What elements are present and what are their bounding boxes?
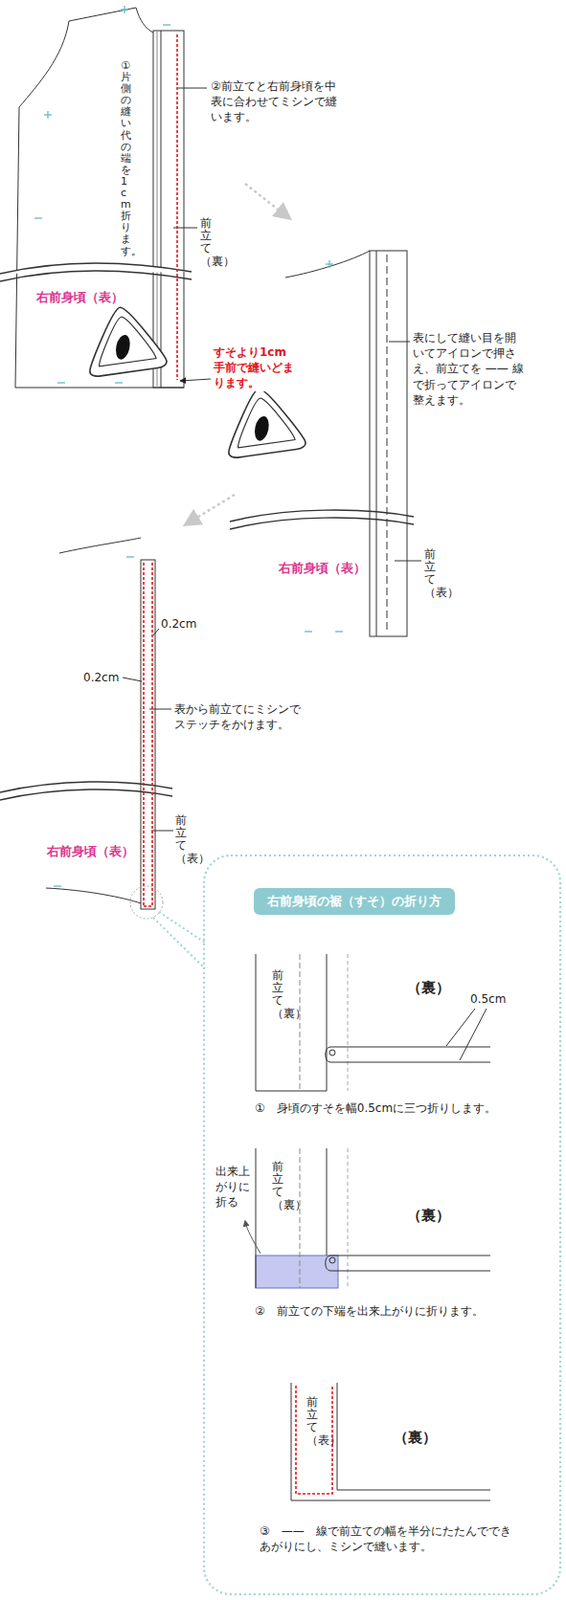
note-text: ① 身頃のすそを幅0.5cmに三つ折りします。 bbox=[253, 1101, 544, 1117]
note-text: （裏） bbox=[406, 978, 452, 998]
note-text: 出来上がりに折る bbox=[214, 1164, 255, 1212]
note-text: 0.2cm bbox=[159, 616, 198, 633]
note-text: ③ —— 線で前立ての幅を半分にたたんでできあがりにし、ミシンで縫います。 bbox=[258, 1524, 520, 1556]
part-label: 右前身頃（表） bbox=[45, 843, 136, 861]
note-text: 0.5cm bbox=[469, 992, 507, 1008]
vertical-label: 前立て（表） bbox=[306, 1396, 318, 1449]
note-text: ②前立てと右前身頃を中表に合わせてミシンで縫います。 bbox=[209, 78, 346, 126]
vertical-label: 前立て（裏） bbox=[271, 969, 284, 1022]
vertical-label: 前立て（裏） bbox=[271, 1160, 284, 1214]
note-text: ② 前立ての下端を出来上がりに折ります。 bbox=[253, 1304, 544, 1320]
note-text: 表から前立てにミシンでステッチをかけます。 bbox=[173, 701, 312, 733]
heading-text: 右前身頃の裾（すそ）の折り方 bbox=[267, 893, 442, 911]
part-label: すそより1cm手前で縫いどまります。 bbox=[212, 344, 295, 392]
note-text: （裏） bbox=[392, 1428, 438, 1449]
heading-band: 右前身頃の裾（すそ）の折り方 bbox=[253, 888, 455, 916]
vertical-label: 前立て（表） bbox=[175, 814, 187, 867]
note-text: 表にして縫い目を開いてアイロンで押さえ、前立てを —— 線で折ってアイロンで整え… bbox=[411, 330, 527, 408]
note-text: 0.2cm bbox=[82, 670, 120, 686]
note-text: （裏） bbox=[406, 1206, 452, 1226]
part-label: 右前身頃（表） bbox=[277, 560, 367, 578]
vertical-label: ①片側の縫い代の端を1cm折ります。 bbox=[120, 59, 132, 259]
part-label: 右前身頃（表） bbox=[35, 289, 125, 307]
vertical-label: 前立て（裏） bbox=[200, 216, 212, 270]
vertical-label: 前立て（表） bbox=[424, 547, 436, 601]
